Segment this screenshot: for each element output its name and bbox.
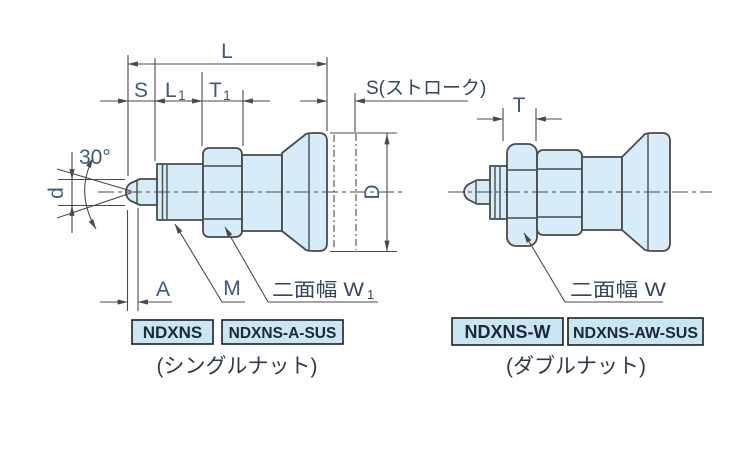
jam-nut xyxy=(506,143,538,247)
model-box xyxy=(131,319,214,345)
dim-L-label: L xyxy=(221,40,233,63)
single-nut-plunger-drawing: L S L 1 T 1 S(ストローク) xyxy=(45,40,486,378)
model-name: NDXNS xyxy=(143,323,203,342)
single-nut-caption: (シングルナット) xyxy=(157,355,318,378)
leader-width-across-flats-w1: 二面幅 W 1 xyxy=(224,226,378,303)
leader-thread-size: M xyxy=(174,223,245,303)
width-across-flats-w1-subscript: 1 xyxy=(367,287,374,302)
dim-chain-S-L1-T1: S L 1 T 1 xyxy=(100,58,270,161)
model-box xyxy=(451,317,564,346)
plunger-sleeve xyxy=(581,156,623,231)
width-across-flats-w1-label: 二面幅 W xyxy=(272,279,364,301)
model-name: NDXNS-A-SUS xyxy=(229,325,337,342)
dim-S-label: S xyxy=(134,79,148,102)
model-box xyxy=(567,317,704,346)
dim-stroke-note: S(ストローク) xyxy=(300,77,486,132)
double-nut-models: NDXNS-W NDXNS-AW-SUS (ダブルナット) xyxy=(451,317,704,378)
model-name: NDXNS-AW-SUS xyxy=(573,325,698,342)
model-name: NDXNS-W xyxy=(465,322,551,342)
dim-T: T xyxy=(477,94,562,141)
plunger-body-shapes xyxy=(98,132,402,252)
dim-T1-subscript: 1 xyxy=(223,87,231,103)
dim-D: D xyxy=(330,132,397,253)
dim-A-label: A xyxy=(156,278,170,301)
dim-L1-subscript: 1 xyxy=(178,87,186,103)
dim-D-label: D xyxy=(361,184,384,199)
dim-A: A xyxy=(100,208,172,311)
tip-angle-label: 30° xyxy=(79,146,111,169)
double-nut-plunger-drawing: T 二面幅 W NDXNS-W NDXNS-AW-SUS (ダブルナット) xyxy=(448,94,712,378)
dim-tip-angle: 30° xyxy=(56,146,132,230)
leader-width-across-flats-w: 二面幅 W xyxy=(523,232,666,303)
dim-T1-label: T xyxy=(209,79,222,102)
width-across-flats-w-label: 二面幅 W xyxy=(570,279,666,301)
dim-L: L xyxy=(127,40,328,176)
dim-d-label: d xyxy=(45,187,68,199)
thread-size-label: M xyxy=(223,277,241,300)
dim-T-label: T xyxy=(513,94,526,117)
single-nut-models: NDXNS NDXNS-A-SUS (シングルナット) xyxy=(131,319,344,378)
double-nut-caption: (ダブルナット) xyxy=(506,355,646,378)
plunger-sleeve xyxy=(241,154,283,232)
plunger-body-shapes xyxy=(448,132,712,252)
stroke-note-label: S(ストローク) xyxy=(366,77,486,99)
model-box xyxy=(221,319,344,345)
dim-L1-label: L xyxy=(165,79,177,102)
